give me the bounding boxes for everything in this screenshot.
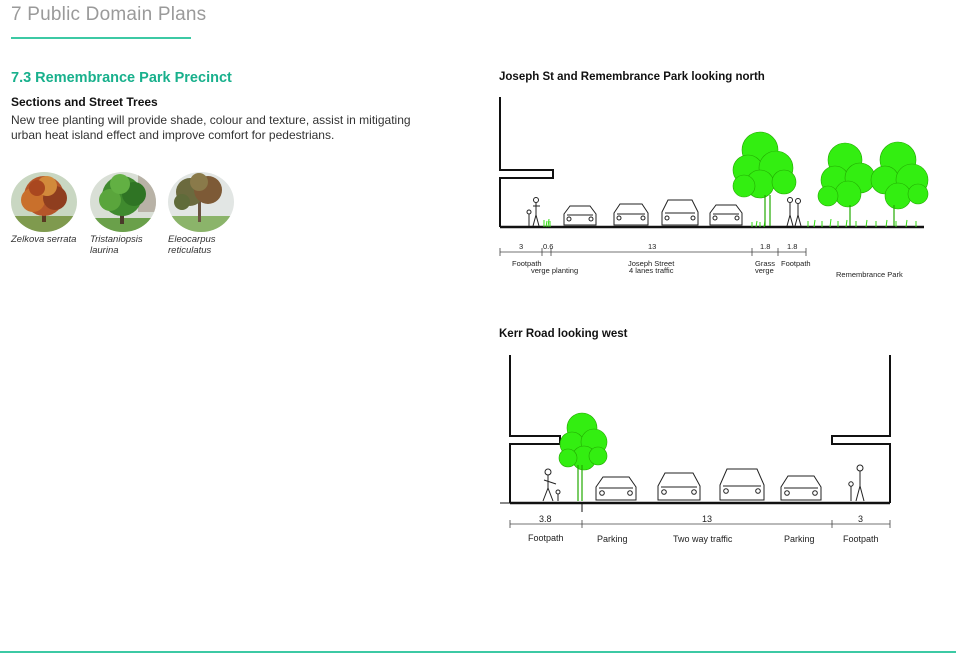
tree-caption-zelkova: Zelkova serrata	[11, 234, 91, 245]
eleocarpus-illustration	[168, 172, 234, 232]
section-heading: 7.3 Remembrance Park Precinct	[11, 70, 232, 86]
verge-label: verge	[755, 266, 774, 275]
parking-label: Parking	[784, 534, 815, 544]
zelkova-photo	[11, 172, 77, 232]
joseph-street-label: Joseph Street	[628, 259, 675, 268]
remembrance-park-label: Remembrance Park	[836, 270, 903, 279]
footer-rule	[0, 651, 956, 653]
two-way-traffic-label: Two way traffic	[673, 534, 733, 544]
footpath-label: Footpath	[512, 259, 542, 268]
tree-caption-tristaniopsis: Tristaniopsis laurina	[90, 234, 170, 256]
caption-line: Tristaniopsis	[90, 234, 143, 245]
lanes-label: 4 lanes traffic	[629, 266, 674, 275]
verge-planting-label: verge planting	[531, 266, 579, 275]
footpath-label: Footpath	[528, 533, 564, 543]
footpath-label: Footpath	[843, 534, 879, 544]
page-title: 7 Public Domain Plans	[11, 4, 207, 25]
dimension-label: 1.8	[787, 242, 798, 251]
title-underline	[11, 37, 191, 39]
dimension-label: 13	[648, 242, 657, 251]
dimension-label: 3	[519, 242, 524, 251]
caption-line: Zelkova serrata	[11, 234, 77, 245]
caption-line: reticulatus	[168, 245, 212, 256]
tree-caption-eleocarpus: Eleocarpus reticulatus	[168, 234, 248, 256]
section2-title: Kerr Road looking west	[499, 328, 628, 340]
dimension-label: 0.6	[543, 242, 554, 251]
dimension-label: 3.8	[539, 514, 552, 524]
section1-title: Joseph St and Remembrance Park looking n…	[499, 71, 765, 83]
tristaniopsis-photo	[90, 172, 156, 232]
zelkova-illustration	[11, 172, 77, 232]
parking-label: Parking	[597, 534, 628, 544]
dimension-label: 3	[858, 514, 864, 524]
tristaniopsis-illustration	[90, 172, 156, 232]
dimension-label: 13	[702, 514, 713, 524]
caption-line: Eleocarpus	[168, 234, 216, 245]
eleocarpus-photo	[168, 172, 234, 232]
caption-line: laurina	[90, 245, 119, 256]
intro-paragraph: New tree planting will provide shade, co…	[11, 113, 411, 142]
dimension-label: 1.8	[760, 242, 771, 251]
footpath-label: Footpath	[781, 259, 811, 268]
sub-heading: Sections and Street Trees	[11, 95, 158, 109]
grass-label: Grass	[755, 259, 776, 268]
